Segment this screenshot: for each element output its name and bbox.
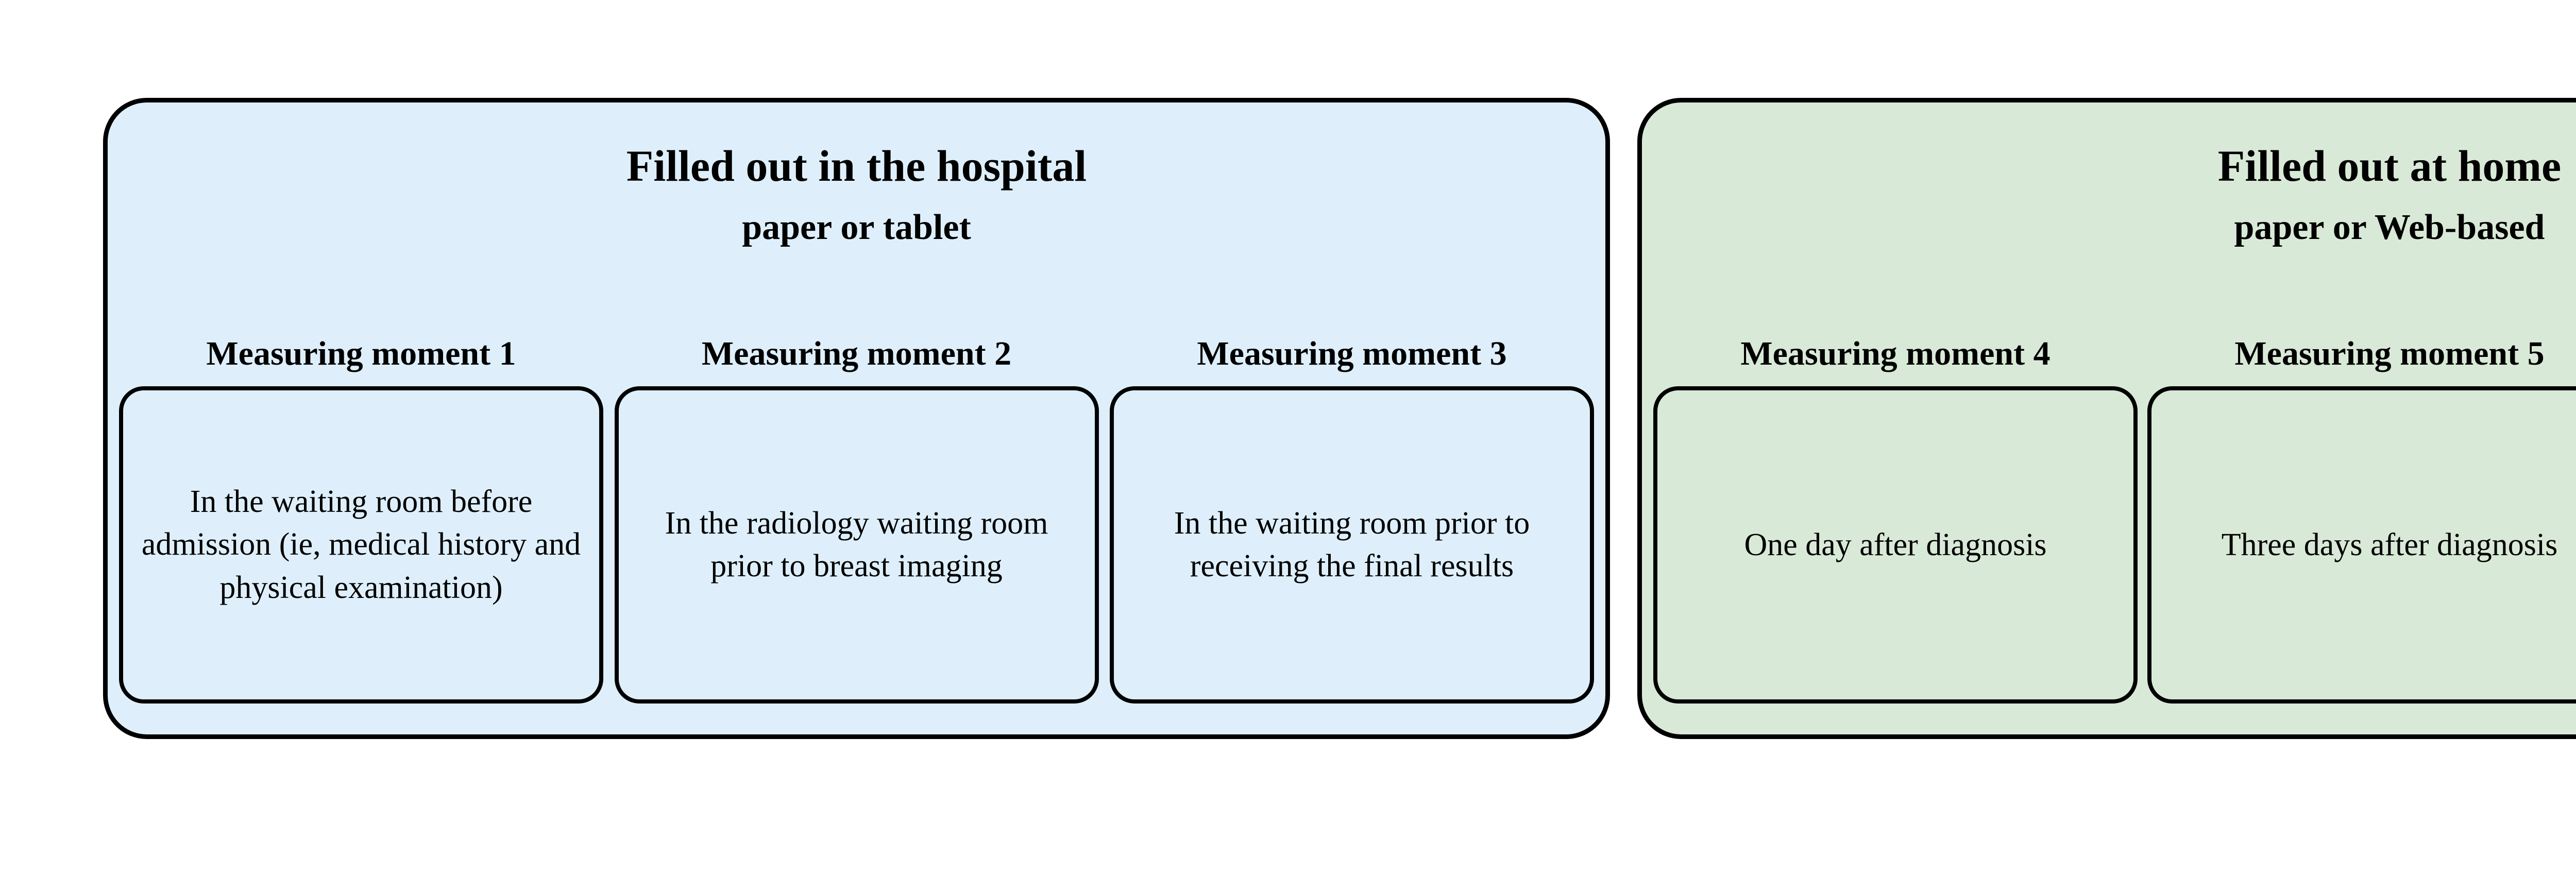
moment-column-3: Measuring moment 3 In the waiting room p… bbox=[1110, 337, 1594, 704]
moment-box-3: In the waiting room prior to receiving t… bbox=[1110, 386, 1594, 704]
moment-column-4: Measuring moment 4 One day after diagnos… bbox=[1653, 337, 2138, 704]
group-panel-home: Filled out at home paper or Web-based Me… bbox=[1637, 98, 2576, 739]
panel-title-hospital: Filled out in the hospital bbox=[626, 141, 1087, 191]
moment-description-3: In the waiting room prior to receiving t… bbox=[1174, 505, 1530, 584]
panel-subtitle-hospital: paper or tablet bbox=[742, 208, 971, 247]
group-panel-hospital: Filled out in the hospital paper or tabl… bbox=[103, 98, 1610, 739]
moment-column-5: Measuring moment 5 Three days after diag… bbox=[2147, 337, 2576, 704]
panel-header-hospital: Filled out in the hospital paper or tabl… bbox=[108, 144, 1605, 246]
moment-label-4: Measuring moment 4 bbox=[1740, 335, 2050, 372]
moment-box-4: One day after diagnosis bbox=[1653, 386, 2138, 704]
moment-columns-hospital: Measuring moment 1 In the waiting room b… bbox=[108, 337, 1605, 704]
moment-description-1: In the waiting room before admission (ie… bbox=[141, 484, 581, 605]
panel-subtitle-home: paper or Web-based bbox=[2234, 208, 2545, 247]
moment-box-2: In the radiology waiting room prior to b… bbox=[614, 386, 1099, 704]
moment-column-1: Measuring moment 1 In the waiting room b… bbox=[119, 337, 603, 704]
moment-label-2: Measuring moment 2 bbox=[701, 335, 1012, 372]
moment-box-5: Three days after diagnosis bbox=[2147, 386, 2576, 704]
moment-columns-home: Measuring moment 4 One day after diagnos… bbox=[1642, 337, 2576, 704]
moment-column-2: Measuring moment 2 In the radiology wait… bbox=[614, 335, 1099, 704]
panel-header-home: Filled out at home paper or Web-based bbox=[1642, 144, 2576, 246]
moment-label-1: Measuring moment 1 bbox=[206, 335, 516, 372]
moment-label-5: Measuring moment 5 bbox=[2234, 335, 2545, 372]
moment-label-3: Measuring moment 3 bbox=[1197, 335, 1507, 372]
panel-title-home: Filled out at home bbox=[2217, 141, 2562, 191]
moment-box-1: In the waiting room before admission (ie… bbox=[119, 386, 603, 704]
moment-description-5: Three days after diagnosis bbox=[2221, 527, 2558, 562]
moment-description-2: In the radiology waiting room prior to b… bbox=[665, 505, 1048, 584]
moment-description-4: One day after diagnosis bbox=[1744, 527, 2047, 562]
